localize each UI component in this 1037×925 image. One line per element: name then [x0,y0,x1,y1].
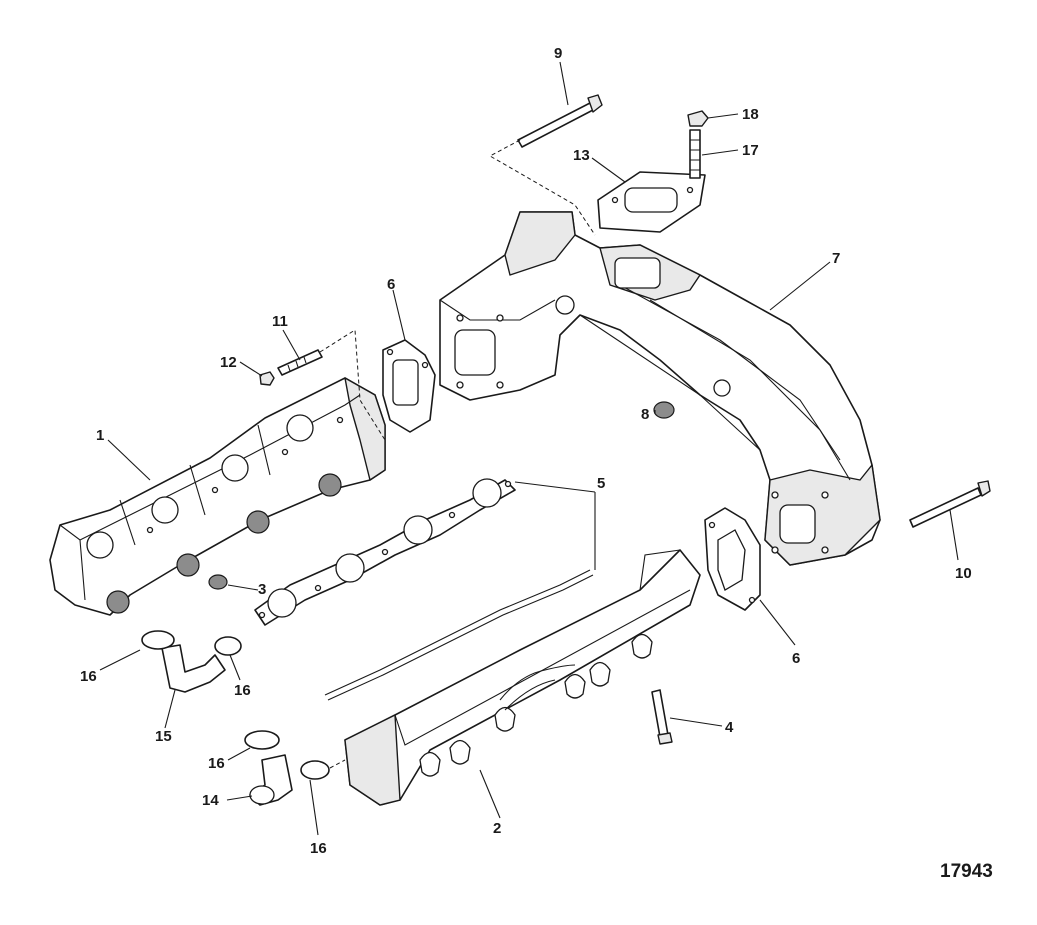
callout-12: 12 [220,354,237,371]
callout-17: 17 [742,142,759,159]
exhaust-manifold-lower [344,549,701,806]
nut-12 [259,371,275,386]
manifold-gasket [254,478,594,701]
callout-16: 16 [208,755,225,772]
bolt-11 [277,349,323,376]
callout-1: 1 [96,427,104,444]
assembly-line-bolt-9 [488,139,596,236]
callout-11: 11 [272,313,288,330]
assembly-line-hose-14 [329,759,346,769]
exhaust-manifold-upper [49,377,386,616]
figure-number: 17943 [940,861,993,882]
callout-8: 8 [641,406,649,423]
callout-3: 3 [258,581,266,598]
callout-15: 15 [155,728,172,745]
callout-16: 16 [234,682,251,699]
bolt-4 [651,689,673,745]
elbow-gasket-upper [382,339,436,433]
callout-6: 6 [792,650,800,667]
callout-9: 9 [554,45,562,62]
nut-18 [687,110,709,127]
callout-14: 14 [202,792,219,809]
callout-16: 16 [80,668,97,685]
stud-17 [689,129,701,179]
bolt-9 [517,94,603,148]
leader-lines [99,61,959,836]
elbow-gasket-lower [704,507,761,611]
flange-gasket [597,171,706,233]
callout-5: 5 [597,475,605,492]
assembly-line-bolt-11 [319,329,386,441]
hose-14 [249,754,293,806]
callout-18: 18 [742,106,759,123]
hose-clamps [141,630,330,780]
callout-labels: 9 18 17 13 7 6 11 12 1 8 5 10 3 6 16 16 … [80,45,972,857]
callout-10: 10 [955,565,972,582]
callout-16: 16 [310,840,327,857]
bolt-10 [909,480,991,528]
callout-13: 13 [573,147,590,164]
plug-3 [208,574,228,590]
callout-2: 2 [493,820,501,837]
exhaust-elbow [439,211,881,566]
callout-7: 7 [832,250,840,267]
callout-6: 6 [387,276,395,293]
callout-4: 4 [725,719,734,736]
hose-15 [161,644,226,693]
plug-8 [653,401,675,419]
